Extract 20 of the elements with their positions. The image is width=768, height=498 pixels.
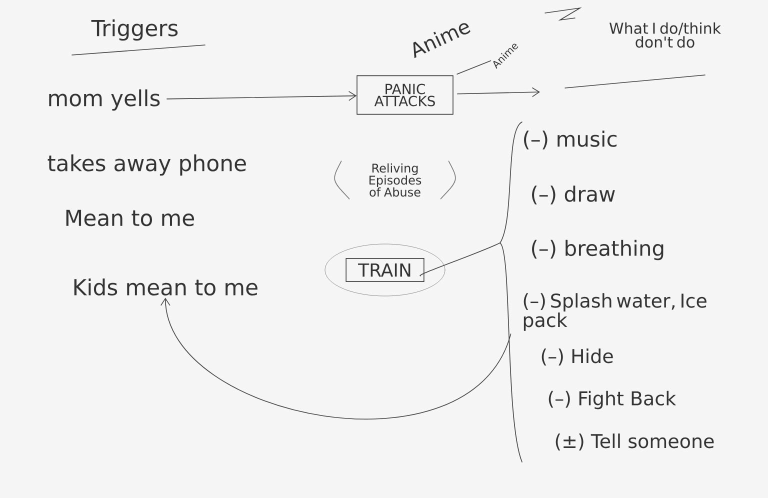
handwritten-text: takes away phone [48,154,246,176]
heading: Triggers [91,19,178,41]
handwritten-text: (–) breathing [532,240,664,260]
handwritten-text: Kids mean to me [74,278,258,296]
handwritten-text: Mean to me [66,210,194,226]
handwritten-text: (–) draw [532,186,615,204]
bracketed-note: Reliving Episodes of Abuse [334,160,456,200]
handwritten-text: (–) music [524,130,617,150]
arrow [166,91,357,101]
handwritten-text: (–) Splash water, Ice pack [524,293,706,331]
handwritten-text: (–) Hide [542,348,613,366]
process-box: PANIC ATTACKS [356,75,454,115]
arrow [160,298,512,420]
handwritten-text: (±) Tell someone [556,434,714,450]
bracket [500,122,522,462]
handwritten-text: mom yells [49,89,160,111]
heading: What I do/think don't do [610,22,721,48]
arrow [457,87,540,98]
boxed-text: TRAIN [324,244,446,296]
handwritten-text: (–) Fight Back [548,390,676,410]
